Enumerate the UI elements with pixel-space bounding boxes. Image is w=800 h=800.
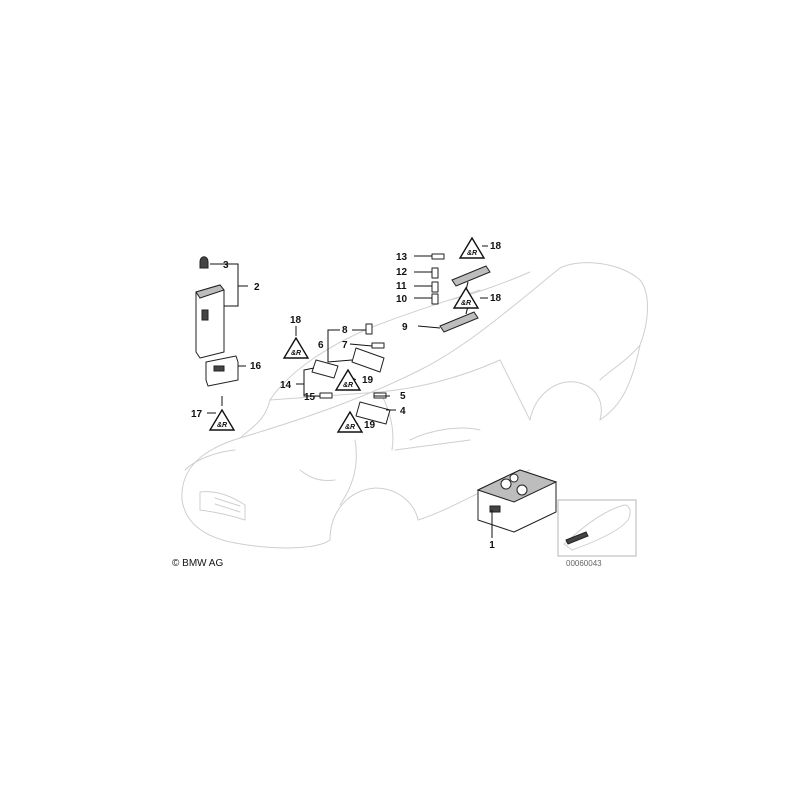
warning-triangle-17: &R xyxy=(208,408,236,431)
callout-12: 12 xyxy=(396,267,408,278)
part-10-bulb[interactable] xyxy=(431,293,439,305)
warning-triangle-18-top-right: &R xyxy=(458,236,486,259)
part-6-interior-lamp[interactable] xyxy=(351,347,385,373)
callout-13: 13 xyxy=(396,252,408,263)
callout-6: 6 xyxy=(318,340,324,351)
callout-15: 15 xyxy=(304,392,316,403)
part-7-lamp-bulb[interactable] xyxy=(371,342,385,349)
callout-10: 10 xyxy=(396,294,408,305)
callout-labels: 1 2 3 4 5 6 7 8 9 10 11 12 13 14 15 16 1… xyxy=(191,241,502,551)
part-11-bulb[interactable] xyxy=(431,281,439,293)
part-3-bulb[interactable] xyxy=(199,256,209,269)
part-15-lamp-bulb[interactable] xyxy=(319,392,333,399)
warning-triangle-19-top: &R xyxy=(334,368,362,391)
part-13-bulb[interactable] xyxy=(431,253,445,260)
callout-8: 8 xyxy=(342,325,348,336)
callout-16: 16 xyxy=(250,361,262,372)
callout-14: 14 xyxy=(280,380,292,391)
callout-2: 2 xyxy=(254,282,260,293)
part-1-control-unit[interactable] xyxy=(476,469,558,533)
callout-9: 9 xyxy=(402,322,408,333)
part-8-wedge-bulb[interactable] xyxy=(365,323,373,335)
part-16-switch-unit[interactable] xyxy=(205,355,239,387)
diagram-reference-number: 00060043 xyxy=(566,559,602,568)
callout-7: 7 xyxy=(342,340,348,351)
warning-triangle-19-bottom: &R xyxy=(336,410,364,433)
callout-17: 17 xyxy=(191,409,203,420)
callout-5: 5 xyxy=(400,391,406,402)
leader-lines xyxy=(207,245,493,538)
svg-text:&R: &R xyxy=(343,382,353,389)
part-14-reading-lamp[interactable] xyxy=(311,359,339,379)
svg-text:&R: &R xyxy=(461,300,471,307)
part-9-lamp-lens[interactable] xyxy=(439,311,479,333)
warning-triangle-18-mid-right: &R xyxy=(452,286,480,309)
part-2-control-module[interactable] xyxy=(195,284,225,359)
part-4-interior-lamp[interactable] xyxy=(355,401,391,425)
copyright-notice: © BMW AG xyxy=(172,558,223,569)
callout-11: 11 xyxy=(396,281,407,292)
part-12-bulb[interactable] xyxy=(431,267,439,279)
callout-19-bottom: 19 xyxy=(364,420,376,431)
callout-18-left: 18 xyxy=(290,315,302,326)
callout-1: 1 xyxy=(489,540,495,551)
callout-19-top: 19 xyxy=(362,375,374,386)
svg-text:&R: &R xyxy=(291,350,301,357)
callout-18-top-right: 18 xyxy=(490,241,502,252)
callout-4: 4 xyxy=(400,406,406,417)
svg-text:&R: &R xyxy=(467,250,477,257)
svg-text:&R: &R xyxy=(217,422,227,429)
callout-3: 3 xyxy=(223,260,229,271)
part-18-lamp-lens[interactable] xyxy=(451,265,491,287)
warning-triangle-18-left: &R xyxy=(282,336,310,359)
svg-text:&R: &R xyxy=(345,424,355,431)
vehicle-thumbnail xyxy=(557,499,637,557)
callout-18-mid-right: 18 xyxy=(490,293,502,304)
car-outline xyxy=(181,262,648,549)
